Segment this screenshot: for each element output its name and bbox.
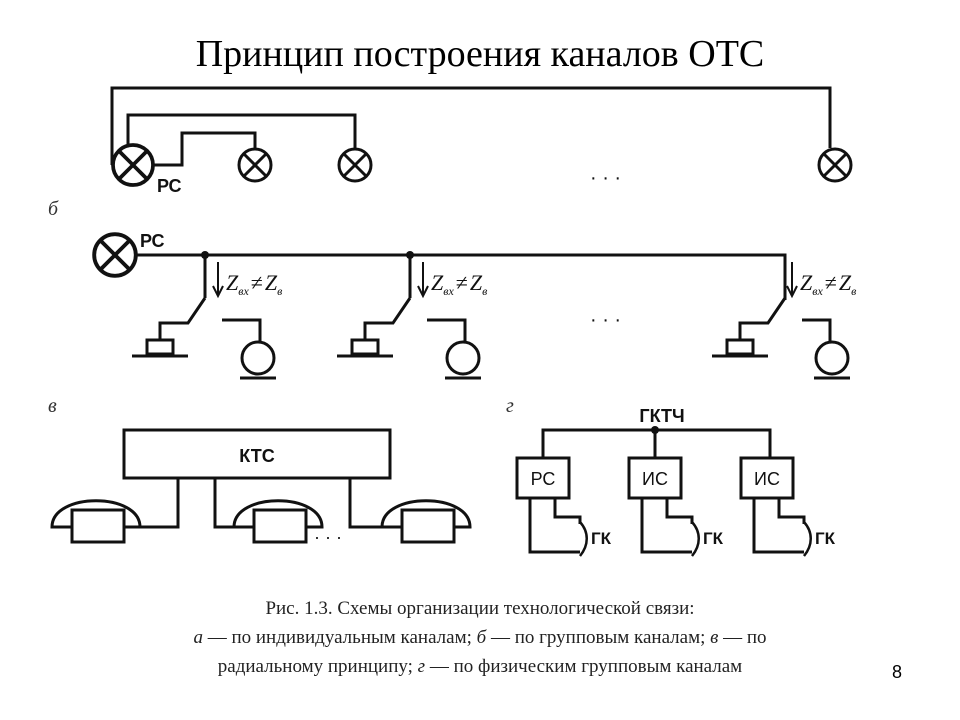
a-wire-link (140, 131, 257, 167)
g-unit-2 (627, 456, 700, 557)
b-station-1 (132, 255, 276, 380)
b-rs-lamp (92, 232, 138, 278)
svg-text:Zвх≠Zв: Zвх≠Zв (431, 270, 487, 298)
page-title: Принцип построения каналов ОТС (195, 33, 765, 75)
g-box-label-3: ИС (754, 469, 780, 489)
b-ellipsis: · · · (590, 309, 621, 331)
g-junction (651, 426, 659, 434)
b-impedance-label-n: Zвх≠Zв (800, 270, 856, 298)
b-rs-label: РС (140, 231, 165, 251)
channel-diagram: РС · · · б РС (48, 86, 856, 557)
v-phone-2 (232, 499, 324, 544)
panel-v: КТС · · · (50, 428, 472, 547)
g-gk-label-1: ГК (591, 529, 612, 548)
panel-v-label: в (48, 395, 57, 417)
g-box-label-2: ИС (642, 469, 668, 489)
g-box-label-1: РС (531, 469, 556, 489)
v-wire-3 (348, 478, 395, 529)
a-rs-label: РС (157, 176, 182, 196)
panel-a: РС · · · (110, 86, 853, 196)
a-outer-wire (110, 86, 832, 165)
a-lamp-2 (337, 147, 373, 183)
caption-line-2: а — по индивидуальным каналам; б — по гр… (193, 627, 767, 648)
b-impedance-label-1: Zвх≠Zв (226, 270, 282, 298)
g-unit-3 (739, 456, 812, 557)
page-number: 8 (891, 662, 902, 682)
v-kts-box (122, 428, 392, 480)
a-lamp-1 (237, 147, 273, 183)
b-bus-wire (136, 253, 787, 300)
caption-line-1: Рис. 1.3. Схемы организации технологичес… (265, 598, 695, 619)
svg-text:Zвх≠Zв: Zвх≠Zв (226, 270, 282, 298)
a-lamp-n (817, 147, 853, 183)
v-ellipsis: · · · (314, 527, 342, 547)
panel-b-label: б (48, 198, 59, 220)
v-phone-1 (50, 499, 142, 544)
v-phone-3 (380, 499, 472, 544)
v-wire-1 (140, 478, 180, 529)
b-station-2 (337, 255, 481, 380)
panel-g-label: г (506, 395, 514, 417)
panel-b: РС (92, 231, 856, 380)
b-station-n (712, 262, 850, 380)
a-rs-lamp (111, 143, 155, 187)
panel-g: ГКТЧ РС ГК ИС ГК ИС ГК (515, 406, 836, 557)
g-gktch-label: ГКТЧ (639, 406, 684, 426)
v-kts-label: КТС (239, 446, 274, 466)
figure-caption: Рис. 1.3. Схемы организации технологичес… (100, 594, 860, 681)
g-gk-label-3: ГК (815, 529, 836, 548)
caption-line-3: радиальному принципу; г — по физическим … (217, 656, 743, 677)
svg-text:Zвх≠Zв: Zвх≠Zв (800, 270, 856, 298)
a-ellipsis: · · · (590, 167, 621, 189)
g-gk-label-2: ГК (703, 529, 724, 548)
b-impedance-label-2: Zвх≠Zв (431, 270, 487, 298)
a-inner-wire (126, 113, 357, 150)
g-unit-1 (515, 456, 588, 557)
